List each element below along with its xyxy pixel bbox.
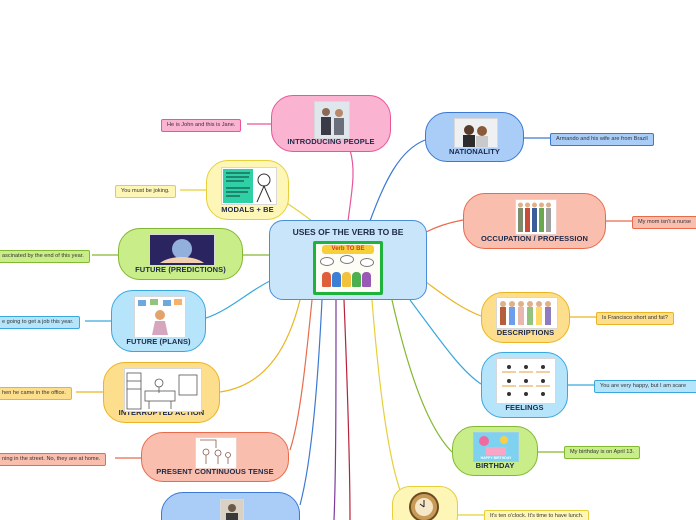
couple-graphic: [463, 125, 488, 147]
cartoon-kid-icon: [322, 272, 331, 287]
cartoon-scientist-icon: [221, 167, 277, 205]
topic-time[interactable]: [392, 486, 458, 520]
emotions-chart-icon: [496, 358, 556, 404]
topic-label: PRESENT CONTINUOUS TENSE: [156, 467, 274, 476]
verb-to-be-cartoon-image: Verb TO BE: [313, 241, 383, 295]
portrait-photo-icon: [220, 499, 244, 520]
topic-label: FUTURE (PLANS): [126, 337, 191, 346]
topic-future-predictions[interactable]: FUTURE (PREDICTIONS): [118, 228, 243, 280]
central-topic-title: USES OF THE VERB TO BE: [292, 227, 404, 237]
people-silhouette-icon: [321, 108, 344, 135]
cartoon-kid-icon: [332, 272, 341, 287]
scientist-note-icon: [223, 169, 272, 203]
topic-modals-be[interactable]: MODALS + BE: [206, 160, 289, 220]
crystal-ball-icon: [149, 234, 215, 266]
topic-occupation[interactable]: OCCUPATION / PROFESSION: [463, 193, 606, 249]
topic-feelings[interactable]: FEELINGS: [481, 352, 568, 418]
girl-with-plans-icon: [134, 296, 186, 338]
topic-label: OCCUPATION / PROFESSION: [480, 234, 589, 243]
cartoon-title-text: Verb TO BE: [322, 245, 374, 254]
link-occupation: [425, 219, 464, 233]
link-bottom-purple: [333, 299, 337, 520]
cartoon-kid-icon: [342, 272, 351, 287]
speech-bubble-icon: [360, 258, 374, 267]
speech-bubble-icon: [340, 255, 354, 264]
leaf-predictions-example[interactable]: ascinated by the end of this year.: [0, 250, 90, 263]
couple-photo-icon: [454, 118, 498, 148]
leaf-modals-example[interactable]: You must be joking.: [115, 185, 176, 198]
link-feelings: [409, 299, 482, 385]
leaf-birthday-example[interactable]: My birthday is on April 13.: [564, 446, 641, 459]
link-nationality: [369, 139, 426, 222]
topic-label: FEELINGS: [505, 403, 544, 412]
topic-label: INTRODUCING PEOPLE: [287, 137, 375, 146]
office-sketch-icon: [124, 368, 202, 412]
topic-interrupted-action[interactable]: INTERRUPTED ACTION: [103, 362, 220, 423]
link-bottom-blue: [299, 299, 323, 506]
family-sketch-graphic: [200, 439, 231, 464]
link-descriptions: [425, 281, 482, 317]
clock-hands-icon: [415, 498, 433, 516]
link-introducing: [347, 149, 354, 222]
cartoon-kid-icon: [362, 272, 371, 287]
link-plans: [205, 279, 273, 319]
people-figures-graphic: [500, 301, 551, 325]
office-sketch-graphic: [126, 372, 198, 410]
leaf-interrupted-example[interactable]: hen he came in the office.: [0, 387, 72, 400]
family-sketch-icon: [195, 437, 237, 469]
topic-birthday[interactable]: HAPPY BIRTHDAY BIRTHDAY: [452, 426, 538, 476]
cartoon-kid-icon: [352, 272, 361, 287]
leaf-feelings-example[interactable]: You are very happy, but I am scare: [594, 380, 696, 393]
leaf-occupation-example[interactable]: My mom isn't a nurse: [632, 216, 696, 229]
topic-introducing-people[interactable]: INTRODUCING PEOPLE: [271, 95, 391, 152]
emotions-chart-graphic: [502, 365, 550, 396]
topic-label: DESCRIPTIONS: [496, 328, 555, 337]
topic-label: BIRTHDAY: [475, 461, 515, 470]
birthday-image-text: HAPPY BIRTHDAY: [480, 456, 512, 460]
leaf-nationality-example[interactable]: Armando and his wife are from Brazil: [550, 133, 654, 146]
topic-present-continuous[interactable]: PRESENT CONTINUOUS TENSE: [141, 432, 289, 482]
leaf-time-example[interactable]: It's ten o'clock. It's time to have lunc…: [484, 510, 590, 520]
topic-label: FUTURE (PREDICTIONS): [135, 265, 226, 274]
topic-descriptions[interactable]: DESCRIPTIONS: [481, 292, 570, 343]
link-bottom-red: [343, 299, 351, 520]
topic-label: INTERRUPTED ACTION: [119, 408, 205, 417]
professions-graphic: [518, 202, 551, 232]
speech-bubble-icon: [320, 257, 334, 266]
leaf-plans-example[interactable]: e going to get a job this year.: [0, 316, 80, 329]
leaf-present-continuous-example[interactable]: ning in the street. No, they are at home…: [0, 453, 107, 466]
topic-label: MODALS + BE: [221, 205, 274, 214]
wall-clock-icon: [409, 492, 439, 520]
link-interrupted: [219, 299, 301, 393]
topic-nationality[interactable]: NATIONALITY: [425, 112, 524, 162]
portrait-graphic: [226, 504, 238, 520]
link-birthday: [391, 299, 453, 453]
business-people-photo-icon: [314, 101, 350, 139]
birthday-cake-icon: HAPPY BIRTHDAY: [473, 432, 519, 462]
leaf-descriptions-example[interactable]: Is Francisco short and fat?: [596, 312, 674, 325]
people-figures-icon: [496, 297, 558, 329]
link-bottom-yellow: [371, 299, 405, 501]
leaf-introducing-example[interactable]: He is John and this is Jane.: [161, 119, 242, 132]
girl-plans-graphic: [138, 299, 182, 335]
crystal-ball-graphic: [160, 239, 204, 263]
professions-figures-icon: [515, 199, 557, 235]
link-present: [289, 299, 313, 451]
topic-bottom-partial[interactable]: [161, 492, 300, 520]
topic-future-plans[interactable]: FUTURE (PLANS): [111, 290, 206, 352]
topic-label: NATIONALITY: [449, 147, 500, 156]
birthday-graphic: [474, 433, 518, 461]
central-topic[interactable]: USES OF THE VERB TO BE Verb TO BE: [269, 220, 427, 300]
